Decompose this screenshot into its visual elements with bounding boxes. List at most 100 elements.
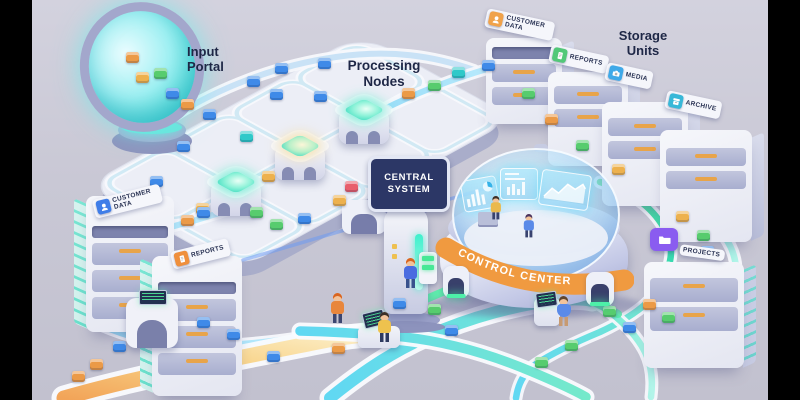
storage-cabinet-projects: PROJECTS xyxy=(644,228,756,368)
data-cube xyxy=(197,207,210,218)
worker-figure-yellow xyxy=(377,312,392,342)
data-cube xyxy=(181,99,194,110)
data-cube xyxy=(166,88,179,99)
cabinet-label: ARCHIVE xyxy=(684,99,718,113)
data-cube xyxy=(197,317,210,328)
operator-figure xyxy=(523,214,535,238)
data-cube xyxy=(545,114,558,125)
central-system-sign-text: CENTRAL SYSTEM xyxy=(384,171,434,195)
data-cube xyxy=(262,171,275,182)
data-cube xyxy=(90,359,103,370)
document-icon xyxy=(173,250,191,268)
data-cube xyxy=(250,207,263,218)
terminal-screen xyxy=(535,290,558,309)
data-cube xyxy=(402,88,415,99)
letterbox-bar-left xyxy=(0,0,32,400)
processing-node-2 xyxy=(268,124,332,180)
cabinet-label-tag: MEDIA xyxy=(604,62,655,90)
data-cube xyxy=(203,109,216,120)
data-cube xyxy=(522,88,535,99)
data-cube xyxy=(482,60,495,71)
arch-tunnel xyxy=(342,200,386,234)
data-cube xyxy=(181,215,194,226)
cabinet-front xyxy=(644,262,744,368)
scene-label-storage-units: Storage Units xyxy=(618,28,668,59)
data-cube xyxy=(428,80,441,91)
dome-glass xyxy=(452,148,620,282)
worker-figure-orange xyxy=(330,293,345,323)
data-cube xyxy=(452,67,465,78)
document-icon xyxy=(551,46,569,64)
data-cube xyxy=(314,91,327,102)
data-cube xyxy=(270,219,283,230)
indicator-light xyxy=(392,244,397,249)
data-cube xyxy=(72,371,85,382)
data-cube xyxy=(662,312,675,323)
holo-screen xyxy=(459,175,501,213)
terminal xyxy=(419,252,437,284)
data-cube xyxy=(247,76,260,87)
data-cube xyxy=(643,299,656,310)
archive-box-icon xyxy=(667,92,685,110)
cabinet-label-tag: CUSTOMER DATA xyxy=(484,8,556,42)
processing-node-3 xyxy=(332,88,396,144)
data-cube xyxy=(676,211,689,222)
cabinet-label-tag: CUSTOMER DATA xyxy=(91,183,164,219)
holo-screen xyxy=(500,168,538,200)
data-cube xyxy=(113,341,126,352)
letterbox-bar-right xyxy=(768,0,800,400)
indicator-light xyxy=(392,254,397,259)
data-cube xyxy=(270,89,283,100)
scanner-arch xyxy=(126,290,178,348)
cabinet-label: REPORTS xyxy=(190,244,225,260)
camera-icon xyxy=(607,64,625,82)
control-center-banner: CONTROL CENTER xyxy=(434,236,634,306)
data-cube xyxy=(623,322,636,333)
data-cube xyxy=(318,58,331,69)
cabinet-label-tag: REPORTS xyxy=(169,238,231,270)
data-cube xyxy=(240,131,253,142)
data-cube xyxy=(428,304,441,315)
cabinet-side xyxy=(743,264,756,368)
data-cube xyxy=(227,329,240,340)
scanner-screen xyxy=(139,290,167,305)
cabinet-front xyxy=(660,130,752,242)
dome-entrance-left xyxy=(443,266,469,298)
data-cube xyxy=(150,176,163,187)
arch-opening xyxy=(351,214,377,234)
scene-label-processing-nodes: Processing Nodes xyxy=(347,58,421,89)
data-cube xyxy=(136,72,149,83)
folder-icon xyxy=(650,228,678,251)
dome-entrance-right xyxy=(586,272,614,306)
data-cube xyxy=(603,306,616,317)
data-cube xyxy=(345,181,358,192)
scene-label-input-portal: Input Portal xyxy=(187,44,224,75)
worker-figure-dress xyxy=(556,296,571,326)
data-cube xyxy=(576,140,589,151)
cabinet-label-tag: ARCHIVE xyxy=(664,90,723,120)
scanner-opening xyxy=(137,320,167,348)
storage-cabinet-archive: ARCHIVE xyxy=(660,90,764,242)
data-cube xyxy=(298,213,311,224)
data-cube xyxy=(126,52,139,63)
data-cube xyxy=(332,343,345,354)
data-cube xyxy=(445,325,458,336)
conveyor-slot xyxy=(158,282,236,294)
data-cube xyxy=(275,63,288,74)
holo-screen xyxy=(537,168,593,212)
data-cube xyxy=(393,298,406,309)
person-icon xyxy=(95,198,113,216)
data-cube xyxy=(154,68,167,79)
central-system-sign: CENTRAL SYSTEM xyxy=(368,156,450,212)
data-cube xyxy=(697,230,710,241)
operator-figure xyxy=(490,196,502,220)
cabinet-label: REPORTS xyxy=(568,53,604,68)
conveyor-slot xyxy=(92,226,168,238)
data-cube xyxy=(177,141,190,152)
cabinet-side xyxy=(751,132,764,241)
cabinet-label-tag: REPORTS xyxy=(548,44,610,74)
cabinet-label: MEDIA xyxy=(624,71,649,84)
conveyor-slot xyxy=(492,47,556,59)
person-icon xyxy=(487,11,505,28)
